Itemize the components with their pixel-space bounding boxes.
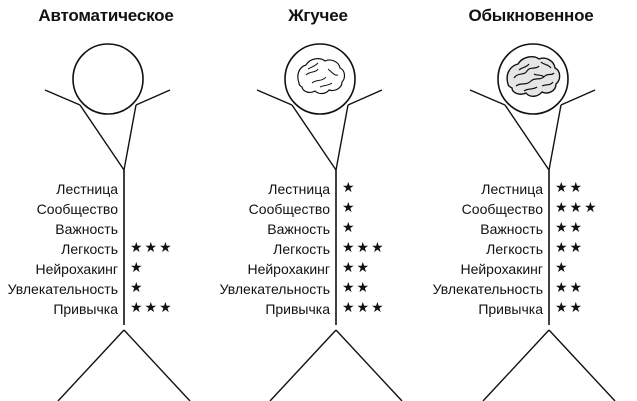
rating-label: Привычка	[265, 301, 330, 317]
rating-row: Легкость ★★	[425, 240, 637, 260]
rating-row: Привычка ★★★	[212, 300, 424, 320]
star-rating-icon: ★★	[342, 280, 372, 296]
rating-label: Привычка	[478, 301, 543, 317]
rating-label: Сообщество	[248, 201, 330, 217]
rating-label: Легкость	[273, 241, 330, 257]
star-rating-icon: ★	[555, 260, 570, 276]
rating-row: Увлекательность ★★	[425, 280, 637, 300]
rating-label: Важность	[267, 221, 330, 237]
rating-label: Увлекательность	[219, 281, 330, 297]
star-rating-icon: ★★	[342, 260, 372, 276]
rating-row: Увлекательность ★	[0, 280, 212, 300]
rating-label: Легкость	[486, 241, 543, 257]
rating-label: Легкость	[61, 241, 118, 257]
rating-label: Важность	[55, 221, 118, 237]
rating-row: Лестница	[0, 180, 212, 200]
right-arm	[347, 89, 383, 106]
star-rating-icon: ★★	[555, 180, 585, 196]
rating-label: Нейрохакинг	[35, 261, 118, 277]
rating-label: Сообщество	[461, 201, 543, 217]
star-rating-icon: ★★★	[130, 300, 174, 316]
right-arm-lower	[123, 104, 137, 171]
star-rating-icon: ★★	[555, 220, 585, 236]
star-rating-icon: ★	[130, 260, 145, 276]
right-arm	[135, 89, 171, 106]
stick-figure	[44, 43, 191, 401]
rating-row: Нейрохакинг ★	[425, 260, 637, 280]
right-arm-lower	[548, 104, 562, 171]
rating-label: Нейрохакинг	[247, 261, 330, 277]
right-leg	[335, 329, 403, 401]
rating-row: Увлекательность ★★	[212, 280, 424, 300]
left-leg	[57, 329, 125, 401]
rating-label: Лестница	[56, 181, 118, 197]
star-rating-icon: ★★★	[130, 240, 174, 256]
rating-row: Сообщество ★★★	[425, 200, 637, 220]
rating-row: Сообщество	[0, 200, 212, 220]
rating-label: Увлекательность	[7, 281, 118, 297]
rating-row: Легкость ★★★	[212, 240, 424, 260]
right-leg	[548, 329, 616, 401]
rating-row: Важность ★	[212, 220, 424, 240]
rating-row: Сообщество ★	[212, 200, 424, 220]
brain-sketch-icon	[297, 58, 346, 95]
star-rating-icon: ★	[342, 220, 357, 236]
star-rating-icon: ★★	[555, 240, 585, 256]
stick-figure	[469, 43, 616, 401]
brain-icon	[506, 56, 561, 97]
left-arm	[44, 89, 81, 106]
rating-row: Привычка ★★	[425, 300, 637, 320]
rating-label: Увлекательность	[432, 281, 543, 297]
head-circle	[72, 43, 144, 115]
star-rating-icon: ★★★	[342, 300, 386, 316]
star-rating-icon: ★★★	[555, 200, 599, 216]
rating-row: Нейрохакинг ★	[0, 260, 212, 280]
rating-row: Важность	[0, 220, 212, 240]
rating-label: Лестница	[481, 181, 543, 197]
left-arm	[469, 89, 506, 106]
stick-figure	[256, 43, 403, 401]
head-circle	[284, 43, 356, 115]
star-rating-icon: ★	[342, 180, 357, 196]
rating-row: Привычка ★★★	[0, 300, 212, 320]
left-leg	[269, 329, 337, 401]
rating-row: Лестница ★★	[425, 180, 637, 200]
rating-row: Важность ★★	[425, 220, 637, 240]
figure-title: Автоматическое	[38, 6, 174, 25]
left-arm-lower	[79, 104, 125, 171]
right-arm	[560, 89, 596, 106]
left-arm-lower	[504, 104, 550, 171]
rating-label: Сообщество	[36, 201, 118, 217]
rating-row: Лестница ★	[212, 180, 424, 200]
left-arm	[256, 89, 293, 106]
rating-row: Нейрохакинг ★★	[212, 260, 424, 280]
star-rating-icon: ★★	[555, 280, 585, 296]
rating-label: Нейрохакинг	[460, 261, 543, 277]
star-rating-icon: ★	[342, 200, 357, 216]
rating-label: Лестница	[268, 181, 330, 197]
star-rating-icon: ★★★	[342, 240, 386, 256]
left-leg	[482, 329, 550, 401]
star-rating-icon: ★	[130, 280, 145, 296]
rating-label: Важность	[480, 221, 543, 237]
right-arm-lower	[335, 104, 349, 171]
figure-title: Обыкновенное	[468, 6, 594, 25]
rating-list: Лестница★★Сообщество★★★Важность★★Легкост…	[425, 180, 637, 320]
star-rating-icon: ★★	[555, 300, 585, 316]
right-leg	[123, 329, 191, 401]
rating-row: Легкость ★★★	[0, 240, 212, 260]
rating-list: Лестница★Сообщество★Важность★Легкость★★★…	[212, 180, 424, 320]
left-arm-lower	[291, 104, 337, 171]
figure-title: Жгучее	[288, 6, 348, 25]
rating-label: Привычка	[53, 301, 118, 317]
